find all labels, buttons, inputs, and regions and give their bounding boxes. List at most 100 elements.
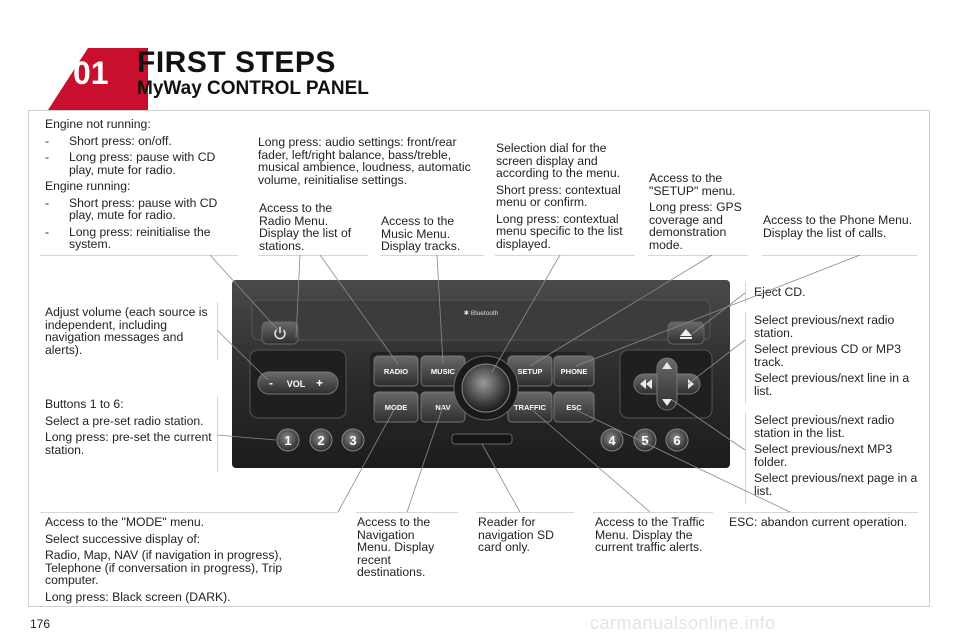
eject-icon	[680, 329, 692, 339]
phone-button-description: Access to the Phone Menu. Display the li…	[763, 213, 913, 240]
presets-text: Buttons 1 to 6:	[45, 397, 124, 411]
volume-minus-label: -	[269, 376, 273, 390]
divider	[40, 512, 338, 513]
mode-text: Access to the "MODE" menu.	[45, 515, 205, 529]
arrows-text: Select previous/next MP3 folder.	[754, 442, 893, 469]
volume-description: Adjust volume (each source is independen…	[45, 305, 208, 357]
preset-label-2: 2	[317, 433, 324, 448]
setup-text: Access to the "SETUP" menu.	[649, 171, 736, 198]
presets-text: Long press: pre-set the current station.	[45, 430, 212, 457]
esc-button-label: ESC	[566, 403, 582, 412]
dial-short-press: Short press: contextual menu or confirm.	[496, 182, 621, 209]
arrows-text: Select previous/next line in a list.	[754, 371, 910, 398]
audio-settings-description: Long press: audio settings: front/rear f…	[258, 135, 471, 187]
page-title: FIRST STEPS	[137, 46, 336, 79]
divider	[728, 512, 918, 513]
mode-button-label: MODE	[385, 403, 408, 412]
setup-button-description: Access to the "SETUP" menu. Long press: …	[649, 172, 749, 255]
divider	[648, 255, 748, 256]
preset-buttons: 1 2 3 4 5 6	[276, 428, 689, 452]
page-subtitle: MyWay CONTROL PANEL	[137, 78, 369, 99]
eject-description: Eject CD.	[754, 285, 806, 299]
mode-button[interactable]	[373, 391, 419, 423]
music-button-description: Access to the Music Menu. Display tracks…	[381, 214, 461, 253]
list-item: Short press: on/off.	[45, 134, 235, 148]
divider	[593, 512, 713, 513]
mode-button-description: Access to the "MODE" menu. Select succes…	[45, 516, 315, 607]
bluetooth-logo: ✱ Bluetooth	[464, 309, 499, 317]
divider	[380, 255, 484, 256]
volume-label: VOL	[287, 379, 306, 389]
dial-text: Selection dial for the screen display an…	[496, 141, 620, 180]
divider	[217, 396, 218, 472]
content-frame	[28, 110, 930, 607]
leader-lines	[209, 254, 861, 513]
divider	[762, 255, 917, 256]
divider	[258, 255, 368, 256]
dial-long-press: Long press: contextual menu specific to …	[496, 211, 623, 251]
list-item: Short press: pause with CD play, mute fo…	[45, 196, 235, 222]
divider	[40, 255, 238, 256]
list-item: Long press: pause with CD play, mute for…	[45, 151, 235, 176]
nav-button-label: NAV	[435, 403, 450, 412]
up-down-rocker[interactable]	[656, 357, 678, 411]
arrow-up-icon	[662, 362, 672, 369]
nav-button-description: Access to the Navigation Menu. Display r…	[357, 515, 435, 579]
arrow-down-icon	[662, 399, 672, 406]
preset-button-4[interactable]	[600, 428, 624, 452]
preset-label-6: 6	[673, 433, 680, 448]
traffic-button-label: TRAFFIC	[514, 403, 547, 412]
music-button-label: MUSIC	[431, 367, 456, 376]
phone-button-label: PHONE	[561, 367, 588, 376]
divider	[356, 512, 458, 513]
preset-label-5: 5	[641, 433, 648, 448]
preset-button-1[interactable]	[276, 428, 300, 452]
radio-button-label: RADIO	[384, 367, 408, 376]
setup-long-press: Long press: GPS coverage and demonstrati…	[649, 200, 742, 252]
preset-label-1: 1	[284, 433, 291, 448]
esc-button-description: ESC: abandon current operation.	[729, 515, 908, 529]
divider	[476, 512, 574, 513]
mode-text: Long press: Black screen (DARK).	[45, 589, 231, 604]
divider	[745, 312, 746, 404]
selection-dial[interactable]	[461, 363, 511, 413]
preset-label-3: 3	[349, 433, 356, 448]
divider	[745, 282, 746, 304]
traffic-button-description: Access to the Traffic Menu. Display the …	[595, 515, 705, 554]
chapter-number: 01	[73, 55, 109, 91]
sd-card-slot[interactable]	[451, 433, 513, 445]
volume-rocker[interactable]	[257, 371, 339, 395]
preset-button-3[interactable]	[341, 428, 365, 452]
presets-text: Select a pre-set radio station.	[45, 413, 204, 428]
arrows-text: Select previous/next radio station.	[754, 313, 895, 340]
setup-button-label: SETUP	[517, 367, 542, 376]
up-down-arrows-description: Select previous/next radio station in th…	[754, 414, 922, 501]
sd-reader-description: Reader for navigation SD card only.	[478, 515, 554, 554]
presets-description: Buttons 1 to 6: Select a pre-set radio s…	[45, 398, 213, 460]
radio-button[interactable]	[373, 355, 419, 387]
arrow-right-icon	[688, 379, 694, 389]
rewind-icon	[640, 379, 652, 389]
list-item: Long press: reinitialise the system.	[45, 225, 235, 251]
phone-button[interactable]	[553, 355, 595, 387]
left-right-arrows-description: Select previous/next radio station. Sele…	[754, 314, 919, 401]
radio-button-description: Access to the Radio Menu. Display the li…	[259, 201, 352, 253]
page-number: 176	[30, 617, 51, 631]
volume-plus-label: +	[316, 376, 323, 390]
mode-text: Select successive display of:	[45, 531, 201, 546]
divider	[495, 255, 635, 256]
divider	[745, 412, 746, 504]
preset-button-2[interactable]	[309, 428, 333, 452]
chapter-tab	[48, 48, 148, 110]
arrows-text: Select previous/next radio station in th…	[754, 413, 895, 440]
power-icon	[274, 327, 286, 340]
arrows-text: Select previous CD or MP3 track.	[754, 342, 901, 369]
selection-dial-description: Selection dial for the screen display an…	[496, 142, 636, 254]
condition-engine-on: Engine running:	[45, 179, 131, 193]
top-strip	[251, 299, 711, 341]
watermark: carmanualsonline.info	[590, 613, 776, 633]
preset-button-6[interactable]	[665, 428, 689, 452]
condition-engine-off: Engine not running:	[45, 117, 151, 131]
esc-button[interactable]	[553, 391, 595, 423]
